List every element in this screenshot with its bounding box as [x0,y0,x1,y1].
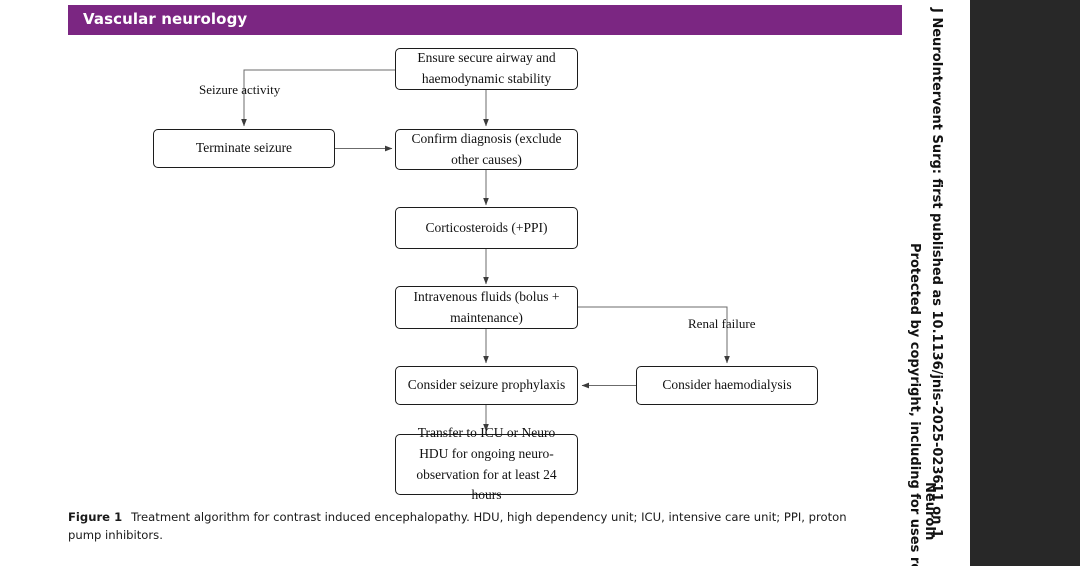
watermark-citation-line: J NeuroIntervent Surg: first published a… [929,8,944,538]
edge-label-renal-failure: Renal failure [688,316,756,331]
figure-number: Figure 1 [68,510,123,524]
node-ensure-airway[interactable]: Ensure secure airway and haemodynamic st… [395,48,578,90]
node-seizure-prophylaxis[interactable]: Consider seizure prophylaxis [395,366,578,405]
node-intravenous-fluids[interactable]: Intravenous fluids (bolus + maintenance) [395,286,578,329]
edge-label-seizure-activity: Seizure activity [199,82,281,97]
figure-caption-text: Treatment algorithm for contrast induced… [68,510,847,542]
watermark-copyright-line: Protected by copyright, including for us… [907,243,922,566]
flowchart-connectors [241,69,730,432]
viewer-background-gutter [970,0,1080,566]
document-page: Vascular neurology [68,5,944,566]
section-header-bar: Vascular neurology [68,5,902,35]
node-transfer-icu[interactable]: Transfer to ICU or Neuro HDU for ongoing… [395,425,578,502]
watermark-journal-line: NeuroIn [922,482,937,541]
section-title: Vascular neurology [83,10,248,28]
node-terminate-seizure[interactable]: Terminate seizure [153,129,335,168]
node-corticosteroids[interactable]: Corticosteroids (+PPI) [395,207,578,249]
node-confirm-diagnosis[interactable]: Confirm diagnosis (exclude other causes) [395,129,578,170]
node-consider-haemodialysis[interactable]: Consider haemodialysis [636,366,818,405]
treatment-algorithm-flowchart: Ensure secure airway and haemodynamic st… [153,48,818,502]
